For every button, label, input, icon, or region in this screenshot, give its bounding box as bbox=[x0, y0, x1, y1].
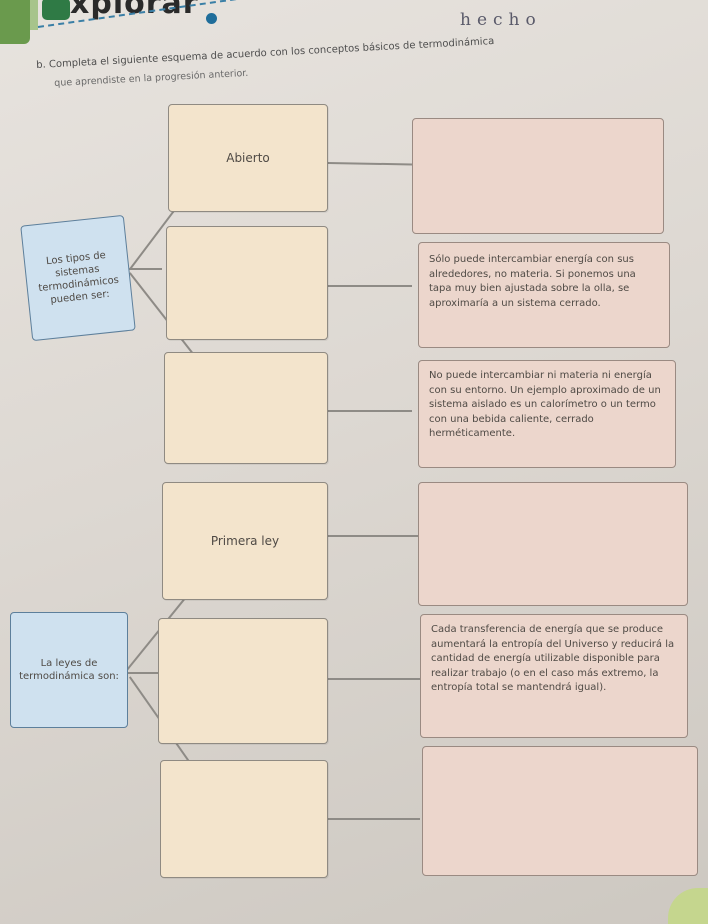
connector-line bbox=[126, 268, 162, 270]
left-concept-box-systems: Los tipos de sistemas termodinámicos pue… bbox=[20, 214, 136, 342]
instruction-text: b. Completa el siguiente esquema de acue… bbox=[36, 36, 495, 71]
left-concept-text: Los tipos de sistemas termodinámicos pue… bbox=[37, 250, 120, 306]
left-concept-box-laws: La leyes de termodinámica son: bbox=[10, 612, 128, 728]
right-answer-box-4[interactable] bbox=[418, 482, 688, 606]
middle-answer-box-2[interactable] bbox=[166, 226, 328, 340]
page-corner-tab bbox=[0, 0, 30, 44]
right-answer-box-1[interactable] bbox=[412, 118, 664, 234]
middle-answer-text: Abierto bbox=[226, 151, 270, 165]
connector-line bbox=[328, 285, 412, 287]
right-answer-box-3[interactable]: No puede intercambiar ni materia ni ener… bbox=[418, 360, 676, 468]
page-corner-decoration bbox=[668, 888, 708, 924]
middle-answer-text: Primera ley bbox=[210, 534, 280, 548]
connector-line bbox=[328, 410, 412, 412]
right-answer-box-2[interactable]: Sólo puede intercambiar energía con sus … bbox=[418, 242, 670, 348]
left-concept-text: La leyes de termodinámica son: bbox=[19, 658, 119, 682]
section-title: xplorar bbox=[70, 0, 199, 21]
connector-line bbox=[328, 535, 418, 537]
handwritten-note: hecho bbox=[460, 10, 542, 30]
connector-line bbox=[126, 672, 162, 674]
right-answer-box-5[interactable]: Cada transferencia de energía que se pro… bbox=[420, 614, 688, 738]
right-answer-box-6[interactable] bbox=[422, 746, 698, 876]
instruction-subtext: que aprendiste en la progresión anterior… bbox=[54, 67, 249, 89]
middle-answer-box-4[interactable]: Primera ley bbox=[162, 482, 328, 600]
right-answer-text: Sólo puede intercambiar energía con sus … bbox=[429, 254, 636, 309]
page-corner-tab-accent bbox=[30, 0, 38, 30]
connector-line bbox=[328, 678, 420, 680]
right-answer-text: Cada transferencia de energía que se pro… bbox=[431, 624, 675, 693]
middle-answer-box-1[interactable]: Abierto bbox=[168, 104, 328, 212]
middle-answer-box-5[interactable] bbox=[158, 618, 328, 744]
section-logo-icon bbox=[42, 0, 70, 20]
connector-line bbox=[328, 818, 420, 820]
connector-line bbox=[327, 162, 413, 165]
decorative-dot bbox=[206, 13, 217, 24]
middle-answer-box-3[interactable] bbox=[164, 352, 328, 464]
right-answer-text: No puede intercambiar ni materia ni ener… bbox=[429, 370, 661, 439]
middle-answer-box-6[interactable] bbox=[160, 760, 328, 878]
